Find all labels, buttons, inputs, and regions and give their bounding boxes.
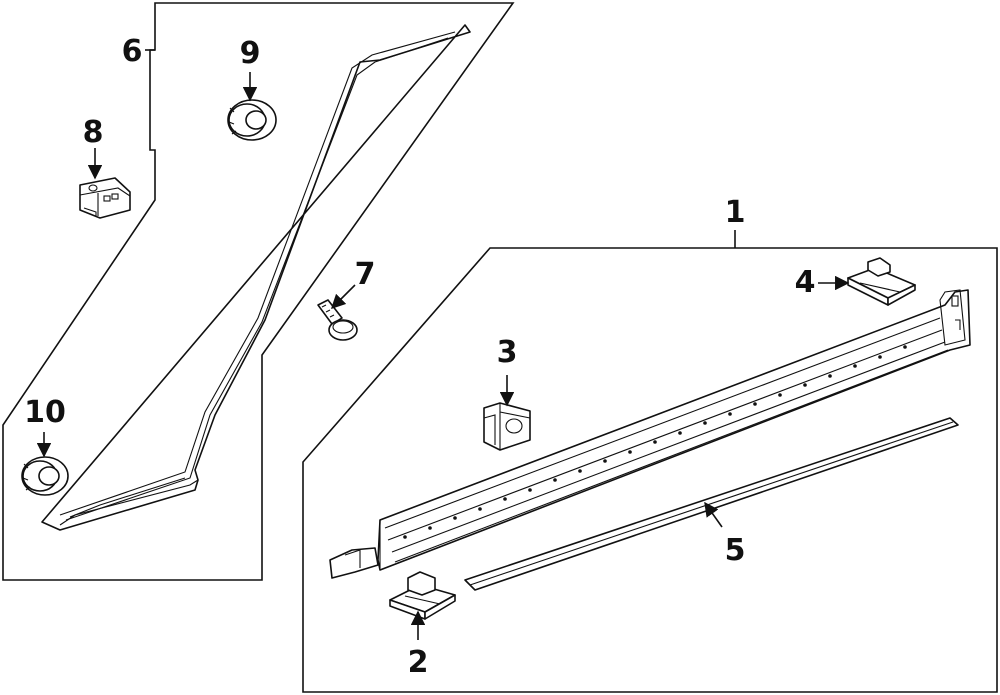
callout-6: 6 — [122, 34, 143, 69]
callout-10: 10 — [24, 395, 66, 430]
callout-3: 3 — [497, 335, 518, 370]
grommet-9 — [227, 99, 277, 141]
screw-7 — [317, 299, 358, 341]
rocker-panel — [329, 289, 971, 579]
arrow-5 — [704, 501, 723, 528]
callout-5: 5 — [725, 533, 746, 568]
callout-1: 1 — [725, 195, 746, 230]
grommet-10 — [21, 456, 69, 496]
callout-9: 9 — [240, 36, 261, 71]
clip-3 — [483, 402, 531, 451]
pillar-garnish — [41, 24, 471, 531]
rocker-rivets — [403, 345, 907, 539]
clip-4 — [847, 257, 916, 306]
callout-8: 8 — [83, 115, 104, 150]
clip-8 — [79, 177, 131, 219]
arrow-7 — [330, 284, 356, 310]
group-1-boundary — [302, 247, 998, 693]
callout-7: 7 — [355, 257, 376, 292]
callout-4: 4 — [795, 265, 816, 300]
clip-2 — [389, 571, 456, 620]
callout-2: 2 — [408, 645, 429, 680]
